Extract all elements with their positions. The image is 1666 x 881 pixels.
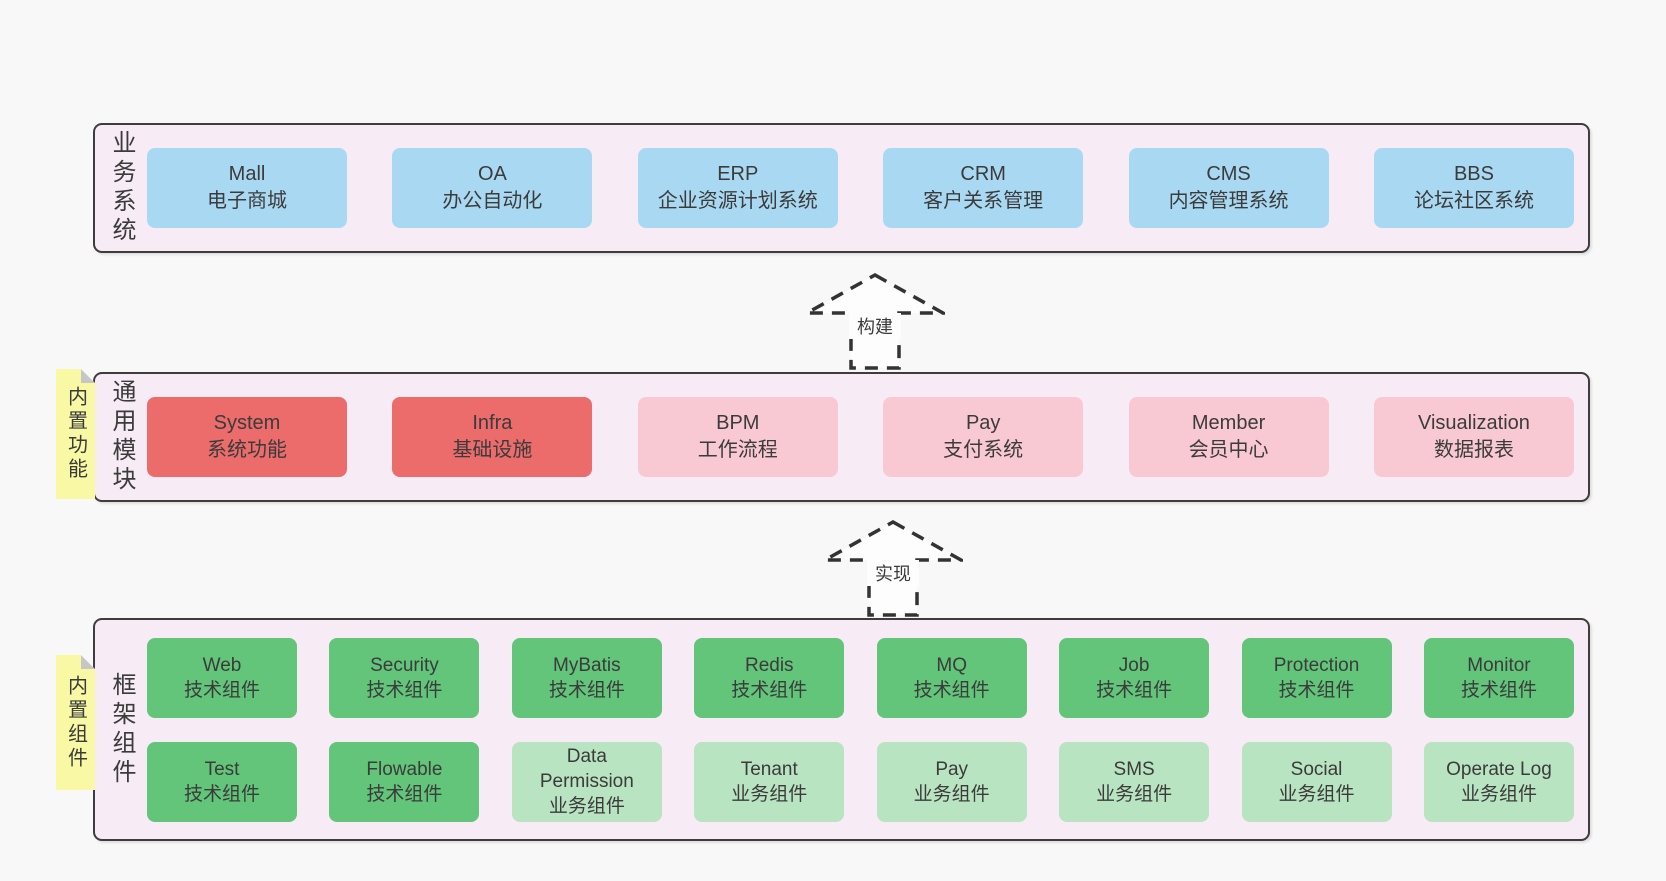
node-flowable: Flowable 技术组件 bbox=[329, 741, 480, 822]
node-title: Job bbox=[1118, 654, 1150, 676]
node-subtitle: 论坛社区系统 bbox=[1413, 190, 1534, 212]
node-subtitle: 技术组件 bbox=[731, 679, 808, 701]
node-subtitle: 客户关系管理 bbox=[923, 190, 1044, 212]
business-systems-row: Mall 电子商城 OA 办公自动化 ERP 企业资源计划系统 CRM 客户关系… bbox=[147, 125, 1588, 251]
node-subtitle: 技术组件 bbox=[183, 783, 260, 805]
node-title: Operate Log bbox=[1446, 758, 1552, 780]
node-social: Social 业务组件 bbox=[1241, 741, 1392, 822]
common-modules-row: System 系统功能 Infra 基础设施 BPM 工作流程 Pay 支付系统… bbox=[147, 374, 1588, 500]
node-title: Security bbox=[370, 654, 439, 676]
node-subtitle: 办公自动化 bbox=[442, 190, 543, 212]
node-subtitle: 业务组件 bbox=[548, 796, 625, 817]
node-mall: Mall 电子商城 bbox=[147, 148, 347, 228]
node-subtitle: 工作流程 bbox=[697, 439, 778, 461]
node-title: SMS bbox=[1113, 758, 1155, 780]
node-title: CRM bbox=[960, 163, 1006, 185]
node-title: Infra bbox=[472, 412, 513, 434]
node-title: Web bbox=[202, 654, 242, 676]
panel-framework-components-label: 框架组件 bbox=[108, 671, 135, 788]
node-title: System bbox=[213, 412, 281, 434]
node-security: Security 技术组件 bbox=[329, 637, 480, 718]
panel-common-modules: 通用模块 System 系统功能 Infra 基础设施 BPM 工作流程 Pay… bbox=[93, 372, 1590, 502]
node-title: OA bbox=[477, 163, 507, 185]
node-title: MyBatis bbox=[553, 654, 621, 676]
node-sms: SMS 业务组件 bbox=[1059, 741, 1210, 822]
node-visualization: Visualization 数据报表 bbox=[1373, 397, 1574, 477]
node-subtitle: 企业资源计划系统 bbox=[657, 190, 818, 212]
node-subtitle: 技术组件 bbox=[1096, 679, 1173, 701]
implement-arrow-label: 实现 bbox=[875, 564, 911, 584]
node-subtitle: 技术组件 bbox=[913, 679, 990, 701]
sticky-built-in-components: 内置组件 bbox=[56, 655, 95, 790]
node-title: Flowable bbox=[366, 758, 443, 780]
node-subtitle: 内容管理系统 bbox=[1168, 190, 1289, 212]
node-operate-log: Operate Log 业务组件 bbox=[1423, 741, 1574, 822]
node-title: Mall bbox=[228, 163, 266, 185]
node-test: Test 技术组件 bbox=[147, 741, 297, 822]
node-subtitle: 业务组件 bbox=[731, 783, 808, 805]
sticky-built-in-features: 内置功能 bbox=[56, 369, 95, 499]
node-title: Pay bbox=[935, 758, 969, 780]
build-arrow-label: 构建 bbox=[857, 317, 893, 337]
node-title: Tenant bbox=[740, 758, 798, 780]
panel-business-systems: 业务系统 Mall 电子商城 OA 办公自动化 ERP 企业资源计划系统 CRM… bbox=[93, 123, 1590, 253]
node-subtitle: 系统功能 bbox=[207, 439, 287, 461]
node-title: BPM bbox=[716, 412, 760, 434]
node-pay: Pay 支付系统 bbox=[883, 397, 1084, 477]
node-mq: MQ 技术组件 bbox=[876, 637, 1027, 718]
node-subtitle: 基础设施 bbox=[452, 439, 533, 461]
node-monitor: Monitor 技术组件 bbox=[1423, 637, 1574, 718]
node-subtitle: 技术组件 bbox=[1278, 679, 1355, 701]
node-title: MQ bbox=[936, 654, 967, 676]
node-subtitle: 支付系统 bbox=[943, 439, 1024, 461]
node-subtitle: 技术组件 bbox=[1460, 679, 1537, 701]
node-infra: Infra 基础设施 bbox=[392, 397, 593, 477]
node-mybatis: MyBatis 技术组件 bbox=[511, 637, 662, 718]
node-subtitle: 技术组件 bbox=[366, 679, 443, 701]
node-subtitle: 业务组件 bbox=[1096, 783, 1173, 805]
node-subtitle: 技术组件 bbox=[366, 783, 443, 805]
panel-framework-components: 框架组件 Web 技术组件 Security 技术组件 MyBatis 技术组件… bbox=[93, 618, 1590, 841]
node-title: Social bbox=[1290, 758, 1343, 780]
node-subtitle: 业务组件 bbox=[1278, 783, 1355, 805]
panel-common-modules-label: 通用模块 bbox=[108, 379, 135, 495]
node-protection: Protection 技术组件 bbox=[1241, 637, 1392, 718]
implement-arrow-icon: 实现 bbox=[823, 519, 963, 617]
node-title: Protection bbox=[1273, 654, 1360, 676]
node-title: CMS bbox=[1206, 163, 1251, 185]
node-title: Pay bbox=[965, 412, 1001, 434]
node-title: Test bbox=[204, 758, 240, 780]
build-arrow-icon: 构建 bbox=[805, 272, 945, 370]
node-subtitle: 技术组件 bbox=[183, 679, 260, 701]
node-erp: ERP 企业资源计划系统 bbox=[637, 148, 838, 228]
node-subtitle: 业务组件 bbox=[1460, 783, 1537, 805]
node-title: Visualization bbox=[1417, 412, 1530, 434]
node-bpm: BPM 工作流程 bbox=[637, 397, 838, 477]
node-title: Member bbox=[1191, 412, 1266, 434]
node-system: System 系统功能 bbox=[147, 397, 347, 477]
node-title: Data Permission bbox=[539, 746, 634, 792]
node-subtitle: 业务组件 bbox=[913, 783, 990, 805]
node-tenant: Tenant 业务组件 bbox=[694, 741, 845, 822]
node-redis: Redis 技术组件 bbox=[694, 637, 845, 718]
node-subtitle: 技术组件 bbox=[548, 679, 625, 701]
node-job: Job 技术组件 bbox=[1059, 637, 1210, 718]
panel-business-systems-label: 业务系统 bbox=[108, 130, 135, 246]
node-title: Redis bbox=[744, 654, 794, 676]
node-pay-biz: Pay 业务组件 bbox=[876, 741, 1027, 822]
node-title: BBS bbox=[1453, 163, 1494, 185]
node-title: ERP bbox=[717, 163, 759, 185]
node-member: Member 会员中心 bbox=[1128, 397, 1329, 477]
node-subtitle: 电子商城 bbox=[207, 190, 287, 212]
node-data-permission: Data Permission 业务组件 bbox=[511, 741, 662, 822]
node-subtitle: 数据报表 bbox=[1433, 439, 1514, 461]
node-title: Monitor bbox=[1467, 654, 1531, 676]
framework-components-grid: Web 技术组件 Security 技术组件 MyBatis 技术组件 Redi… bbox=[147, 620, 1588, 839]
node-cms: CMS 内容管理系统 bbox=[1128, 148, 1329, 228]
node-bbs: BBS 论坛社区系统 bbox=[1373, 148, 1574, 228]
node-subtitle: 会员中心 bbox=[1188, 439, 1269, 461]
node-oa: OA 办公自动化 bbox=[392, 148, 593, 228]
node-web: Web 技术组件 bbox=[147, 637, 297, 718]
node-crm: CRM 客户关系管理 bbox=[883, 148, 1084, 228]
